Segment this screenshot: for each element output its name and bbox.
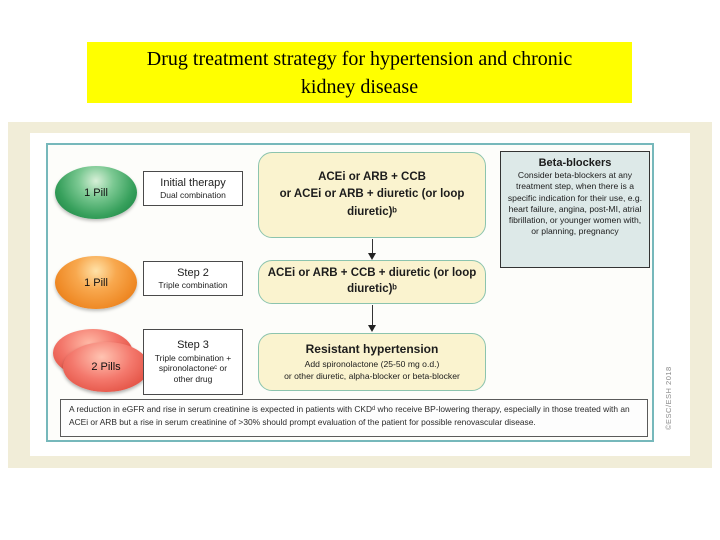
- therapy-box-initial-text: ACEi or ARB + CCB or ACEi or ARB + diure…: [279, 171, 465, 218]
- orange-pill-label: 1 Pill: [84, 276, 108, 289]
- step3-subtitle: Triple combination + spironolactoneᶜ or …: [154, 352, 232, 384]
- red-pills-icon: 2 Pills: [47, 329, 151, 395]
- initial-therapy-title: Initial therapy: [160, 176, 226, 189]
- therapy-box-initial: ACEi or ARB + CCB or ACEi or ARB + diure…: [258, 152, 486, 238]
- step3-box: Step 3 Triple combination + spironolacto…: [143, 329, 243, 395]
- beta-blockers-body: Consider beta-blockers at any treatment …: [507, 170, 643, 237]
- beta-blockers-box: Beta-blockers Consider beta-blockers at …: [500, 151, 650, 268]
- green-pill-label: 1 Pill: [84, 186, 108, 199]
- slide-title-line1: Drug treatment strategy for hypertension…: [146, 47, 573, 70]
- therapy-box-step2: ACEi or ARB + CCB + diuretic (or loop di…: [258, 260, 486, 304]
- initial-therapy-step-box: Initial therapy Dual combination: [143, 171, 243, 206]
- orange-pill-icon: 1 Pill: [55, 256, 137, 309]
- resistant-hypertension-title: Resistant hypertension: [305, 342, 439, 357]
- slide-title-line2: kidney disease: [300, 75, 419, 98]
- copyright-label: ©ESC/ESH 2018: [664, 366, 673, 430]
- resistant-hypertension-line2: or other diuretic, alpha-blocker or beta…: [284, 370, 460, 381]
- therapy-box-step2-text: ACEi or ARB + CCB + diuretic (or loop di…: [267, 267, 477, 295]
- footnote-text: A reduction in eGFR and rise in serum cr…: [69, 404, 630, 427]
- slide-title: Drug treatment strategy for hypertension…: [87, 42, 632, 103]
- resistant-hypertension-line1: Add spironolactone (25-50 mg o.d.): [304, 358, 440, 369]
- therapy-box-resistant: Resistant hypertension Add spironolacton…: [258, 333, 486, 391]
- red-pills-label: 2 Pills: [91, 361, 121, 373]
- step2-box: Step 2 Triple combination: [143, 261, 243, 296]
- step3-title: Step 3: [177, 339, 209, 352]
- initial-therapy-subtitle: Dual combination: [160, 189, 226, 200]
- down-arrow-icon: [368, 305, 377, 332]
- step2-title: Step 2: [177, 266, 209, 279]
- down-arrow-icon: [368, 239, 377, 260]
- step2-subtitle: Triple combination: [158, 279, 228, 290]
- beta-blockers-title: Beta-blockers: [538, 157, 612, 169]
- green-pill-icon: 1 Pill: [55, 166, 137, 219]
- footnote-box: A reduction in eGFR and rise in serum cr…: [60, 399, 648, 437]
